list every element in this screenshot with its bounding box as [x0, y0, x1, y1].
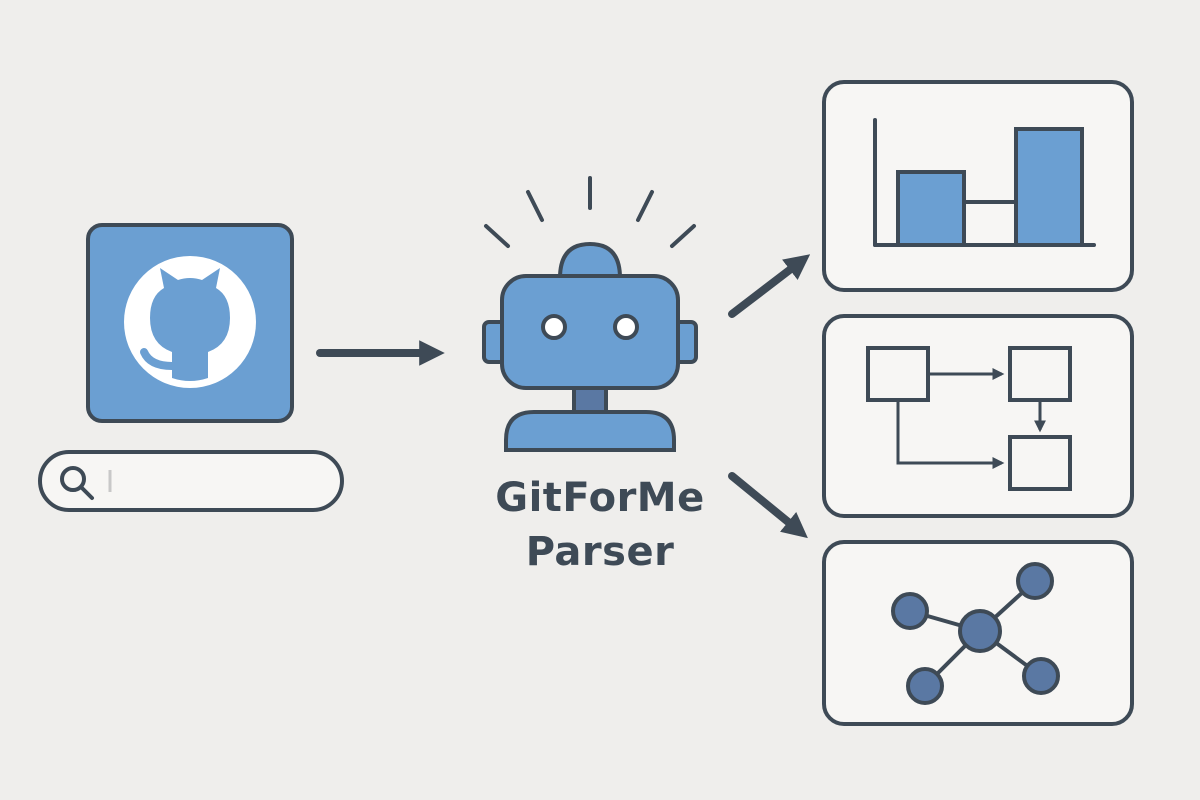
parser-title-line2: Parser	[525, 529, 675, 575]
arrow-parser-to-network-graph	[728, 472, 808, 539]
robot-icon	[482, 176, 698, 452]
github-repo-card[interactable]	[86, 223, 294, 423]
arrow-parser-to-bar-chart	[728, 254, 811, 318]
output-card-bar-chart[interactable]	[822, 80, 1134, 292]
network-graph-icon	[891, 562, 1060, 705]
search-icon	[60, 466, 94, 500]
search-bar[interactable]	[38, 450, 344, 512]
parser-title-line1: GitForMe	[495, 475, 705, 521]
bar-chart-icon	[873, 118, 1096, 247]
flowchart-icon	[866, 346, 1072, 491]
output-card-flowchart[interactable]	[822, 314, 1134, 518]
output-card-network-graph[interactable]	[822, 540, 1134, 726]
github-icon	[124, 256, 256, 388]
